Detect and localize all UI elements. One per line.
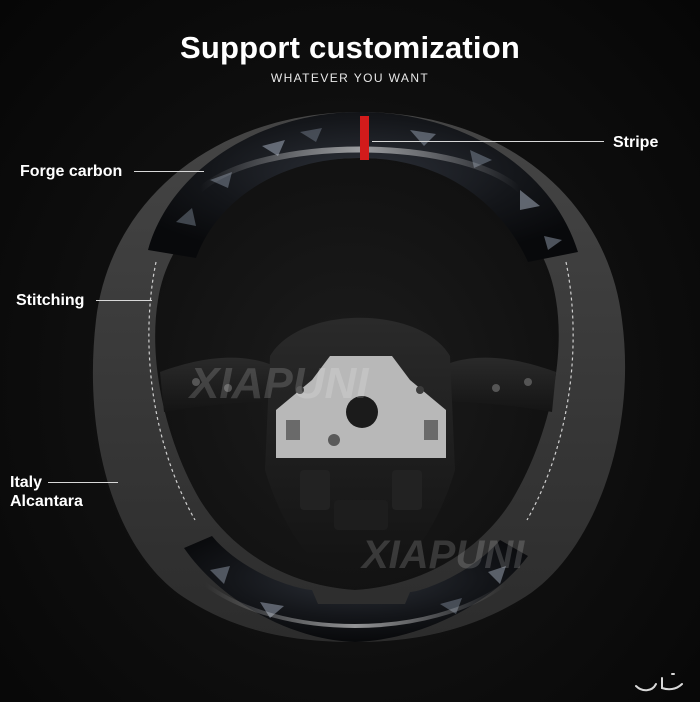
stitching-left [148,261,196,521]
callout-alcantara-line1: Italy [10,474,43,491]
callout-alcantara-line [48,482,118,483]
site-logo [635,673,683,692]
callout-stripe-line [372,141,604,142]
callout-stitching-line [96,300,152,301]
center-bore [346,396,378,428]
callout-alcantara-line2: Alcantara [10,493,83,510]
carbon-flakes-top [176,128,562,250]
stitching-right [526,261,574,521]
callout-forge-carbon-line [134,171,204,172]
gloss-highlight-bottom [203,582,507,628]
subheadline: WHATEVER YOU WANT [270,71,430,85]
left-spoke [160,357,286,412]
callout-alcantara: Italy Alcantara [10,473,83,511]
callout-forge-carbon: Forge carbon [20,163,123,180]
callout-stripe: Stripe [613,134,659,151]
red-stripe-marker [360,116,369,160]
forged-carbon-top [148,112,578,262]
headline: Support customization [179,30,521,65]
watermark-bottom: XIAPUNI [360,533,525,577]
callout-stitching: Stitching [16,292,85,309]
watermark-mid: XIAPUNI [187,359,369,408]
